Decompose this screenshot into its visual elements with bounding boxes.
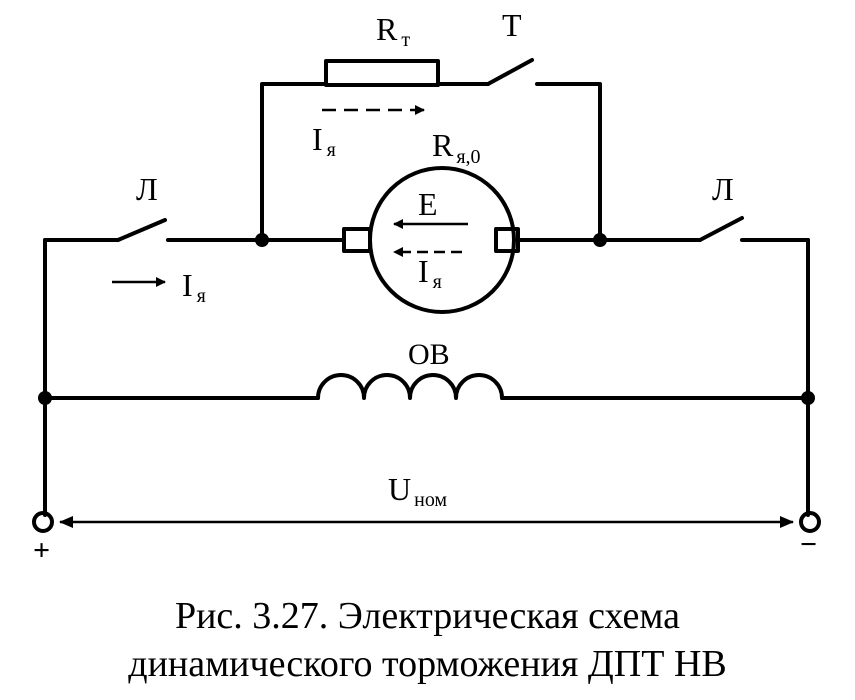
label-minus: − xyxy=(800,528,817,561)
switch-t xyxy=(486,58,534,86)
label-plus: + xyxy=(33,534,50,567)
junction-dot xyxy=(255,233,269,247)
label-field-winding: ОВ xyxy=(408,338,450,371)
label-switch-t: T xyxy=(502,7,522,43)
terminal-minus xyxy=(799,511,821,533)
motor-armature xyxy=(368,166,516,314)
junction-dot xyxy=(593,233,607,247)
switch-l-left xyxy=(116,218,167,242)
figure-caption-line2: динамического торможения ДПТ НВ xyxy=(128,643,727,685)
switch-l-right xyxy=(698,216,744,242)
figure-caption-line1: Рис. 3.27. Электрическая схема xyxy=(174,595,681,637)
braking-wire-left xyxy=(260,82,328,242)
motor-brush-left xyxy=(342,227,372,253)
label-emf: E xyxy=(418,186,438,222)
braking-wire-right xyxy=(535,82,602,242)
terminal-plus xyxy=(32,511,54,533)
label-switch-l-left: Л xyxy=(136,171,158,207)
label-switch-l-right: Л xyxy=(712,171,734,207)
braking-resistor xyxy=(324,59,440,87)
field-winding-coil xyxy=(316,373,504,400)
